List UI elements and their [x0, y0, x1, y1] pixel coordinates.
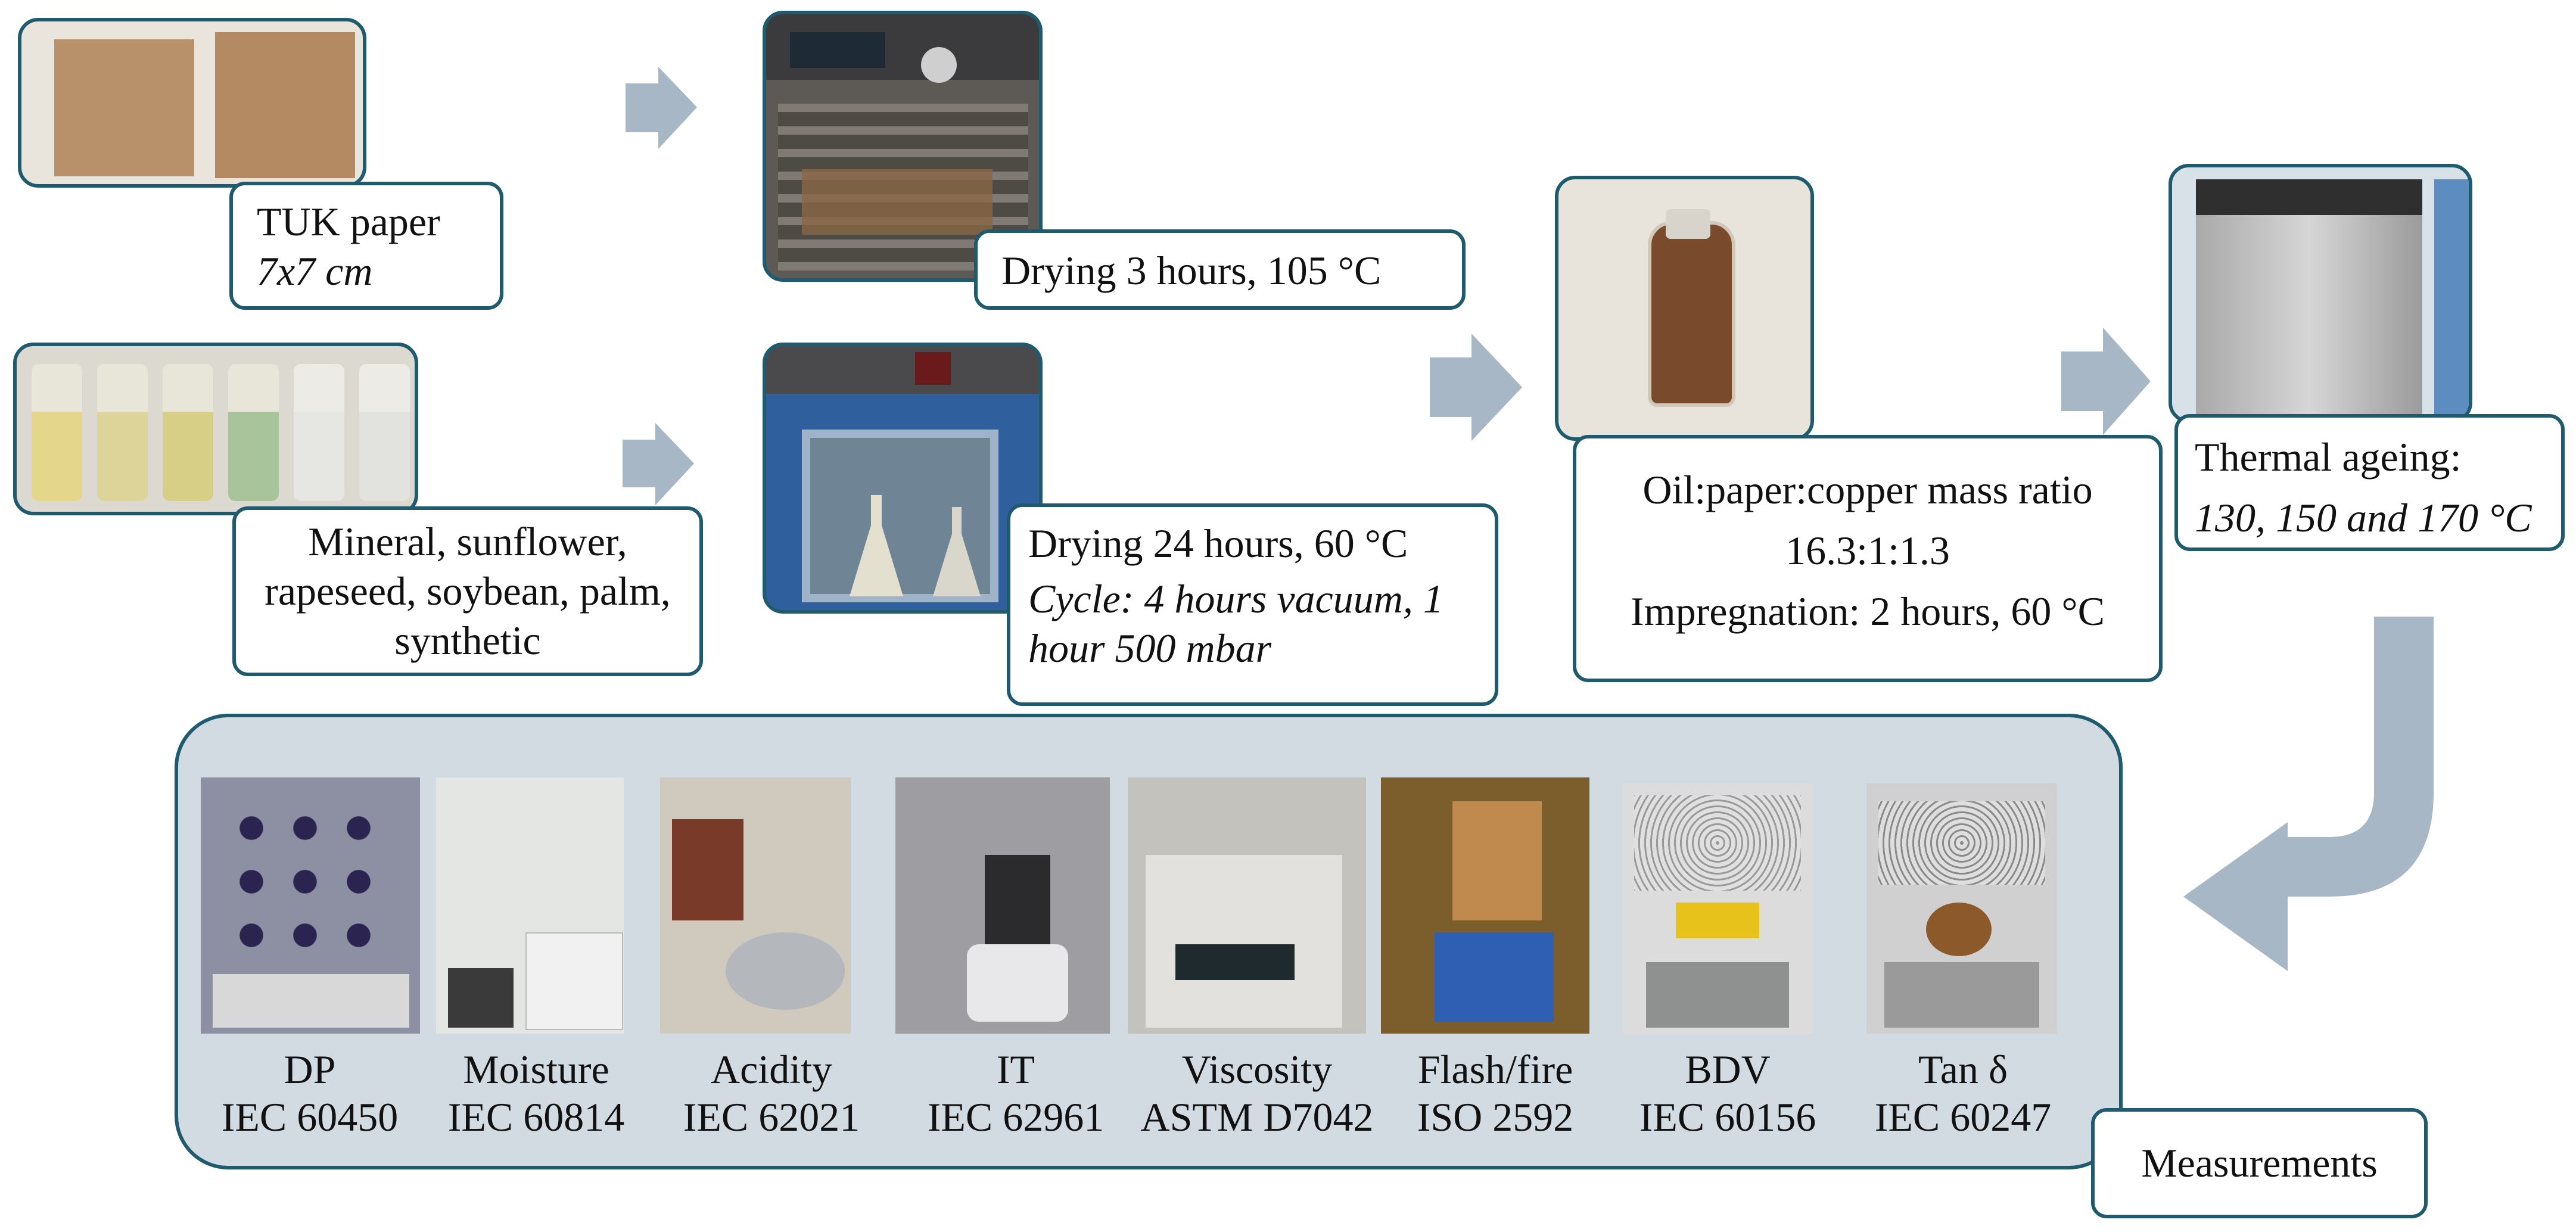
arrow-impregnation-to-ageing [2061, 328, 2151, 435]
measurement-name: Moisture [463, 1047, 609, 1092]
acidity-photo [660, 777, 851, 1034]
measurements-label: Measurements [2091, 1108, 2428, 1218]
measurement-standard: ISO 2592 [1417, 1094, 1574, 1140]
measurement-standard: IEC 60156 [1639, 1094, 1816, 1140]
ageing-label: Thermal ageing: 130, 150 and 170 °C [2174, 414, 2565, 551]
tuk-paper-photo [18, 18, 366, 188]
ageing-temperatures: 130, 150 and 170 °C [2195, 495, 2532, 540]
measurement-standard: ASTM D7042 [1140, 1094, 1374, 1140]
measurement-name: Viscosity [1181, 1047, 1333, 1092]
oil-drying-title: Drying 24 hours, 60 °C [1028, 521, 1408, 566]
measurement-it: IT IEC 62961 [903, 1046, 1129, 1141]
measurement-name: Acidity [711, 1047, 832, 1092]
dp-photo [201, 777, 420, 1034]
measurement-standard: IEC 62961 [927, 1094, 1105, 1140]
oil-drying-oven-photo [763, 343, 1043, 614]
measurement-standard: IEC 60450 [221, 1094, 399, 1140]
tuk-paper-title: TUK paper [257, 199, 440, 244]
arrow-oil-to-drying [623, 423, 694, 505]
measurement-name: DP [284, 1047, 336, 1092]
viscosity-photo [1128, 777, 1366, 1034]
measurement-tan-delta: Tan δ IEC 60247 [1850, 1046, 2076, 1141]
measurement-dp: DP IEC 60450 [197, 1046, 423, 1141]
oil-types-text: Mineral, sunflower, rapeseed, soybean, p… [265, 519, 671, 663]
measurement-name: IT [996, 1047, 1035, 1092]
flash-fire-photo [1381, 777, 1589, 1034]
measurement-name: Tan δ [1918, 1047, 2008, 1092]
measurement-acidity: Acidity IEC 62021 [658, 1046, 885, 1141]
measurement-standard: IEC 62021 [683, 1094, 860, 1140]
tan-delta-photo [1866, 783, 2057, 1034]
impregnation-conditions: Impregnation: 2 hours, 60 °C [1631, 589, 2105, 634]
measurement-viscosity: Viscosity ASTM D7042 [1126, 1046, 1388, 1141]
tuk-paper-size: 7x7 cm [257, 248, 373, 294]
measurement-name: Flash/fire [1417, 1047, 1573, 1092]
arrow-ageing-to-measurements [2183, 617, 2434, 971]
arrow-paper-to-drying [626, 67, 697, 149]
measurement-standard: IEC 60814 [447, 1094, 625, 1140]
oil-samples-photo [13, 343, 418, 515]
paper-drying-label: Drying 3 hours, 105 °C [974, 229, 1466, 310]
paper-drying-oven-photo [763, 11, 1043, 282]
mass-ratio-value: 16.3:1:1.3 [1785, 528, 1950, 573]
bdv-photo [1622, 783, 1813, 1034]
measurement-flash-fire: Flash/fire ISO 2592 [1382, 1046, 1609, 1141]
measurement-moisture: Moisture IEC 60814 [423, 1046, 649, 1141]
oil-types-label: Mineral, sunflower, rapeseed, soybean, p… [232, 506, 703, 676]
arrow-drying-to-impregnation [1430, 334, 1522, 441]
measurements-label-text: Measurements [2141, 1140, 2378, 1186]
oil-drying-label: Drying 24 hours, 60 °C Cycle: 4 hours va… [1007, 503, 1498, 706]
oil-drying-cycle: Cycle: 4 hours vacuum, 1 hour 500 mbar [1028, 575, 1443, 671]
ageing-title: Thermal ageing: [2195, 434, 2462, 480]
moisture-photo [436, 777, 624, 1034]
impregnation-bottle-photo [1555, 176, 1814, 441]
it-photo [895, 777, 1110, 1034]
mass-ratio-heading: Oil:paper:copper mass ratio [1642, 467, 2093, 512]
ageing-oven-photo [2169, 164, 2472, 423]
tuk-paper-label: TUK paper 7x7 cm [229, 182, 503, 310]
measurement-standard: IEC 60247 [1874, 1094, 2052, 1140]
measurement-bdv: BDV IEC 60156 [1614, 1046, 1841, 1141]
paper-drying-text: Drying 3 hours, 105 °C [1001, 248, 1382, 293]
measurement-name: BDV [1685, 1047, 1771, 1092]
impregnation-label: Oil:paper:copper mass ratio 16.3:1:1.3 I… [1573, 435, 2163, 682]
